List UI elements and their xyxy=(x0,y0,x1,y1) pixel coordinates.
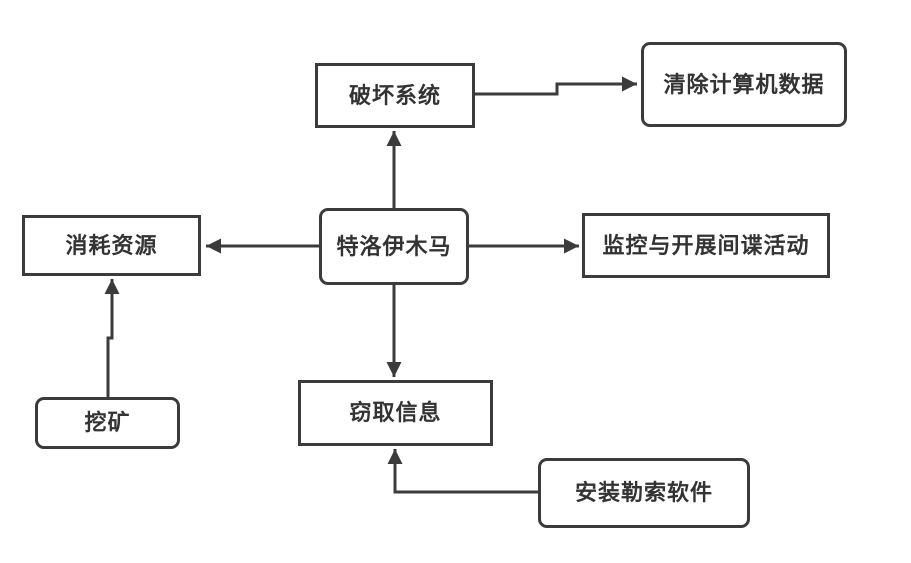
node-consume-resources[interactable]: 消耗资源 xyxy=(22,215,201,276)
edge-mining-to-consume-resources-arrow xyxy=(104,279,120,397)
node-mining-label: 挖矿 xyxy=(84,410,131,435)
node-destroy-system-label: 破坏系统 xyxy=(348,82,441,108)
node-clear-computer-data-label: 清除计算机数据 xyxy=(663,71,825,97)
node-spy-activity[interactable]: 监控与开展间谍活动 xyxy=(582,213,830,278)
node-mining[interactable]: 挖矿 xyxy=(35,397,180,449)
node-install-ransomware[interactable]: 安装勒索软件 xyxy=(538,458,750,528)
node-steal-info-label: 窃取信息 xyxy=(349,400,442,425)
node-consume-resources-label: 消耗资源 xyxy=(65,232,158,258)
node-spy-activity-label: 监控与开展间谍活动 xyxy=(602,232,810,258)
edge-ransomware-to-steal-info-arrow xyxy=(387,449,538,494)
node-steal-info[interactable]: 窃取信息 xyxy=(298,380,493,446)
node-install-ransomware-label: 安装勒索软件 xyxy=(574,480,713,505)
node-clear-computer-data[interactable]: 清除计算机数据 xyxy=(641,42,847,127)
node-trojan-horse[interactable]: 特洛伊木马 xyxy=(319,208,469,285)
edge-destroy-system-to-clear-data-arrow xyxy=(473,76,637,96)
node-destroy-system[interactable]: 破坏系统 xyxy=(315,63,475,128)
node-trojan-horse-label: 特洛伊木马 xyxy=(336,233,452,259)
